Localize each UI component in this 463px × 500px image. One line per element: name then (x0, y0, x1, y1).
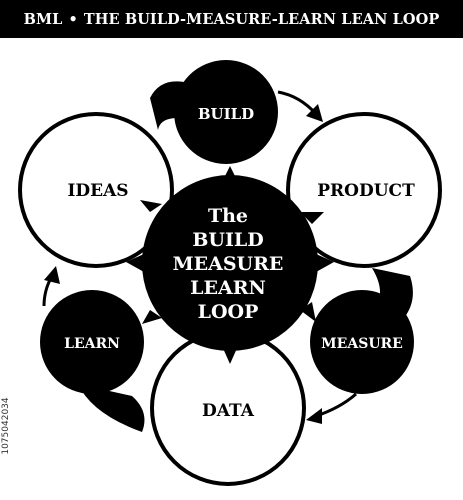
header-separator: • (68, 10, 78, 28)
label-ideas: IDEAS (67, 181, 128, 201)
learn-circle (40, 290, 144, 394)
ideas-circle (18, 112, 174, 268)
label-measure: MEASURE (321, 336, 403, 352)
connector-learn-data (78, 384, 145, 432)
header-banner: BML • THE BUILD-MEASURE-LEARN LEAN LOOP (0, 0, 463, 38)
arrow-build-product (277, 90, 318, 116)
label-product: PRODUCT (317, 181, 415, 201)
image-id-text: 1075042034 (1, 397, 11, 455)
center-line-2: BUILD (192, 229, 263, 251)
center-line-4: LEARN (190, 277, 266, 299)
connector-product-measure (372, 268, 413, 318)
center-line-5: LOOP (198, 301, 259, 323)
center-line-3: MEASURE (173, 253, 284, 275)
build-circle (174, 60, 278, 164)
header-title: THE BUILD-MEASURE-LEARN LEAN LOOP (83, 10, 440, 28)
label-learn: LEARN (64, 336, 120, 352)
label-data: DATA (202, 401, 255, 421)
header-prefix: BML (23, 10, 63, 28)
center-gear (126, 166, 334, 364)
center-line-1: The (208, 205, 248, 227)
product-circle (286, 112, 442, 268)
arrow-measure-data-head (306, 408, 322, 424)
arrow-build-product-head (306, 104, 323, 122)
arrow-learn-ideas-head (44, 266, 60, 284)
label-build: BUILD (198, 105, 254, 123)
measure-circle (310, 290, 414, 394)
